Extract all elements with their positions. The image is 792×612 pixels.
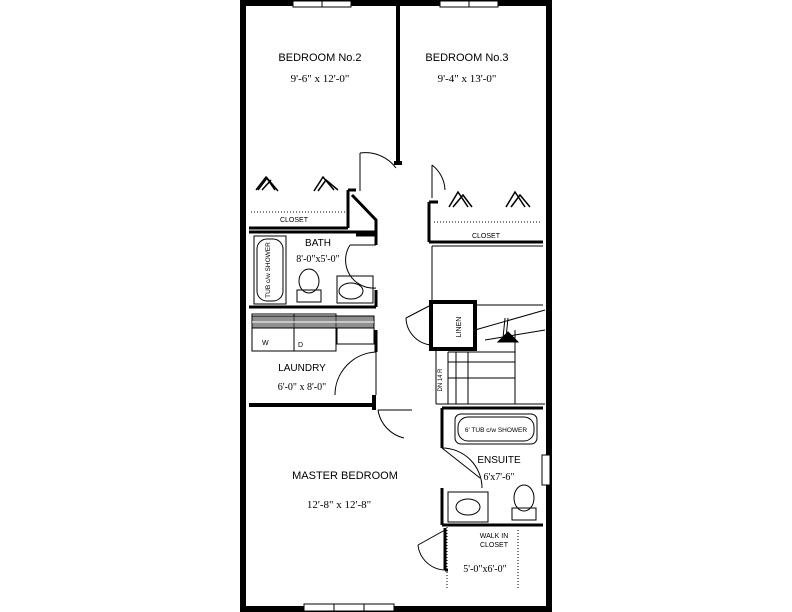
laundry-fixtures <box>251 313 375 352</box>
interior-walls <box>249 6 543 572</box>
master-name: MASTER BEDROOM <box>292 470 398 482</box>
bedroom2-name: BEDROOM No.2 <box>278 52 361 64</box>
bath-size: 8'-0"x5'-0" <box>296 254 339 265</box>
walkin-name-line1: WALK IN <box>480 533 509 540</box>
closet-right-label: CLOSET <box>472 233 501 240</box>
room-labels: BEDROOM No.2 9'-6" x 12'-0" BEDROOM No.3… <box>262 52 527 575</box>
dryer-label: D <box>298 342 303 349</box>
windows <box>292 0 551 612</box>
closet-bifold-doors <box>255 175 531 208</box>
bedroom3-size: 9'-4" x 13'-0" <box>438 73 497 85</box>
closet-shelves <box>251 211 541 590</box>
doors <box>334 152 483 571</box>
closet-left-label: CLOSET <box>280 217 309 224</box>
master-size: 12'-8" x 12'-8" <box>307 499 371 511</box>
washer-label: W <box>262 340 269 347</box>
walkin-name-line2: CLOSET <box>480 542 509 549</box>
ensuite-tub-label: 6' TUB c/w SHOWER <box>465 427 527 434</box>
ensuite-size: 6'x7'-6" <box>483 472 514 483</box>
ensuite-fixtures <box>447 413 538 523</box>
stair-label: DN 14 R <box>438 368 444 392</box>
walkin-size: 5'-0"x6'-0" <box>463 564 506 575</box>
ensuite-name: ENSUITE <box>477 455 521 466</box>
bath-tub-label: TUB c/w SHOWER <box>265 242 272 298</box>
linen-label: LINEN <box>456 317 463 338</box>
bedroom3-name: BEDROOM No.3 <box>425 52 508 64</box>
laundry-name: LAUNDRY <box>278 363 326 374</box>
bath-name: BATH <box>305 238 331 249</box>
bath-fixtures <box>253 235 374 305</box>
staircase <box>435 309 546 405</box>
exterior-walls <box>240 0 552 612</box>
laundry-size: 6'-0" x 8'-0" <box>278 382 326 393</box>
bedroom2-size: 9'-6" x 12'-0" <box>291 73 350 85</box>
